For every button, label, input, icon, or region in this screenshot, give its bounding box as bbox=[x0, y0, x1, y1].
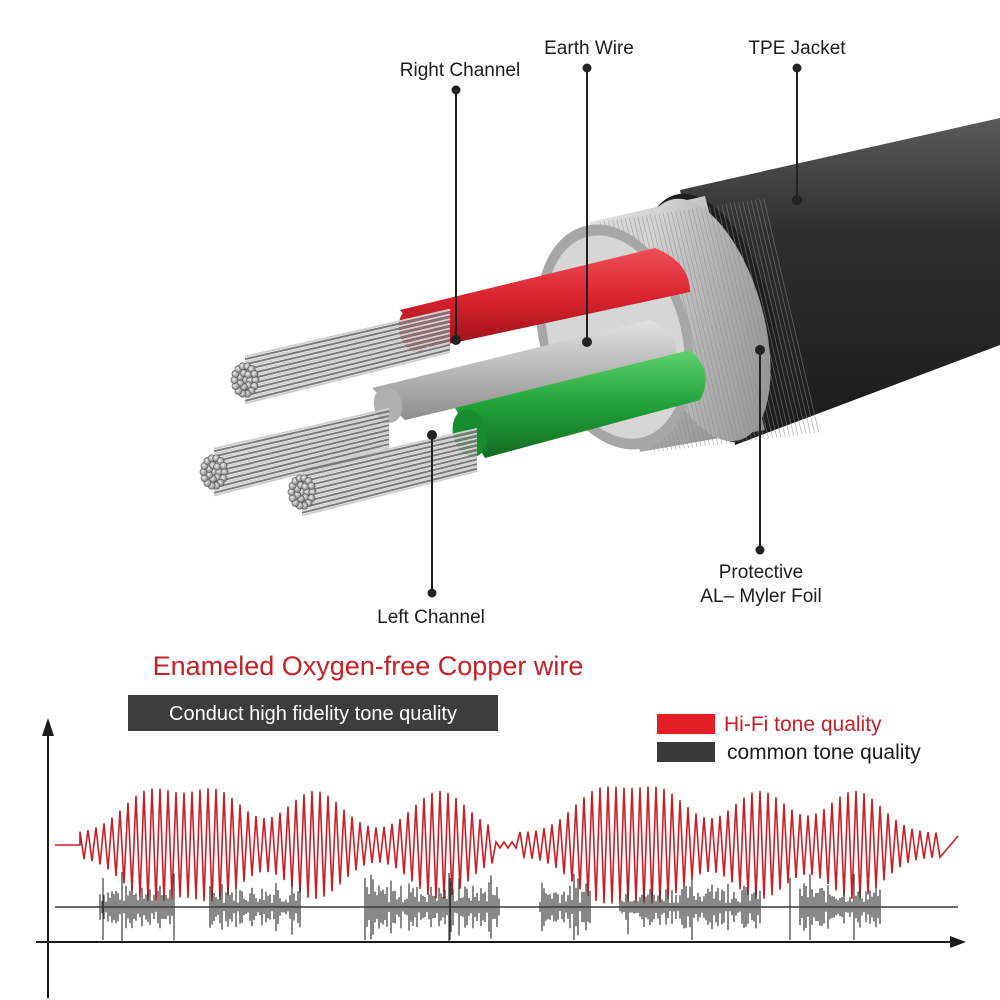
earth-wire-label: Earth Wire bbox=[544, 38, 634, 59]
legend-swatch-hifi bbox=[657, 714, 715, 734]
callout-lines bbox=[427, 63, 802, 598]
legend-label-hifi: Hi-Fi tone quality bbox=[724, 713, 882, 736]
legend-label-common: common tone quality bbox=[727, 741, 921, 764]
hifi-waveform bbox=[55, 786, 959, 904]
tpe-jacket-label: TPE Jacket bbox=[748, 38, 846, 59]
right-channel-label: Right Channel bbox=[400, 60, 520, 81]
common-waveform bbox=[99, 872, 881, 942]
headline: Enameled Oxygen-free Copper wire bbox=[153, 651, 584, 681]
protective-label-line1: Protective bbox=[719, 562, 803, 583]
left-channel-strands bbox=[287, 427, 478, 517]
earth-wire-strands bbox=[199, 407, 390, 497]
subheadline: Conduct high fidelity tone quality bbox=[169, 703, 457, 725]
subheadline-band bbox=[128, 695, 498, 731]
waveform-axes bbox=[36, 730, 958, 998]
x-axis-arrow bbox=[950, 936, 966, 948]
legend-swatch-common bbox=[657, 742, 715, 762]
right-channel-strands bbox=[230, 308, 451, 405]
y-axis-arrow bbox=[42, 718, 54, 736]
left-channel-label: Left Channel bbox=[377, 607, 485, 628]
protective-label-line2: AL– Myler Foil bbox=[700, 586, 821, 607]
copper-strand-bundles bbox=[199, 308, 478, 517]
